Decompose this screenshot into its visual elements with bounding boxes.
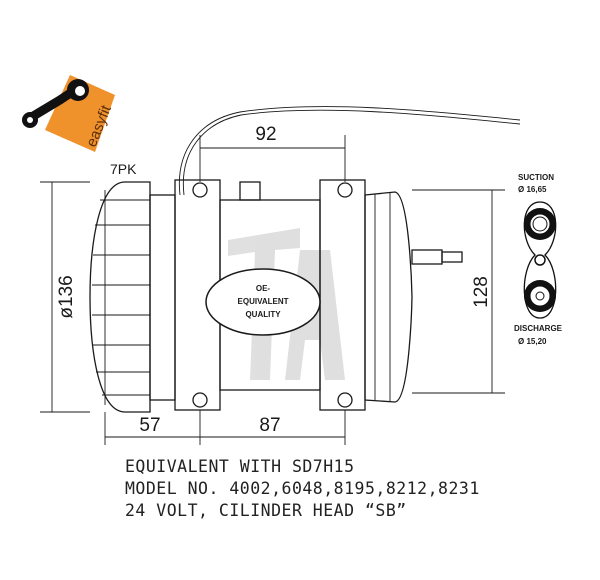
belt-label: 7PK <box>110 161 137 177</box>
badge-line3: QUALITY <box>245 310 281 319</box>
pulley <box>89 181 176 413</box>
discharge-size: Ø 15,20 <box>518 337 547 346</box>
compressor-body <box>174 179 463 411</box>
dim-mount-spacing: 87 <box>259 415 280 436</box>
note-line-3: 24 VOLT, CILINDER HEAD “SB” <box>125 501 407 520</box>
note-line-2: MODEL NO. 4002,6048,8195,8212,8231 <box>125 479 480 498</box>
dim-pulley-diameter: ø136 <box>56 275 77 318</box>
discharge-label: DISCHARGE <box>514 324 563 333</box>
note-line-1: EQUIVALENT WITH SD7H15 <box>125 457 355 476</box>
dim-pulley-offset: 57 <box>139 415 160 436</box>
dim-height: 128 <box>471 276 492 308</box>
easyfit-logo: easyfit <box>22 75 115 152</box>
oe-equivalent-badge: OE- EQUIVALENT QUALITY <box>205 268 321 336</box>
dim-top-width: 92 <box>255 124 276 145</box>
port-diagram: SUCTION Ø 16,65 DISCHARGE Ø 15,20 <box>514 173 563 346</box>
suction-label: SUCTION <box>518 173 554 182</box>
suction-size: Ø 16,65 <box>518 185 547 194</box>
badge-line1: OE- <box>256 284 271 293</box>
dimension-lines <box>40 135 505 445</box>
badge-line2: EQUIVALENT <box>238 297 289 306</box>
